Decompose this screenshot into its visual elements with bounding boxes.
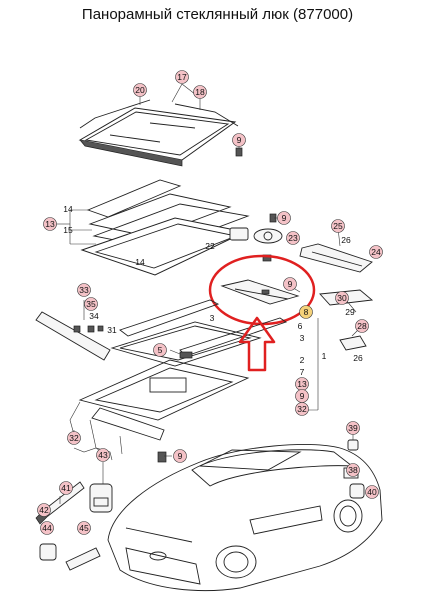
label-1: 1 (322, 351, 327, 361)
svg-text:13: 13 (45, 219, 55, 229)
callout-45: 45 (77, 521, 91, 535)
svg-text:13: 13 (297, 379, 307, 389)
seal-frames (80, 179, 250, 276)
svg-text:9: 9 (300, 391, 305, 401)
callout-38: 38 (346, 463, 360, 477)
svg-text:18: 18 (195, 87, 205, 97)
svg-text:9: 9 (237, 135, 242, 145)
svg-text:40: 40 (367, 487, 377, 497)
page-title: Панорамный стеклянный люк (877000) (81, 6, 354, 23)
label-26-b: 26 (353, 353, 363, 363)
svg-text:9: 9 (288, 279, 293, 289)
label-2: 2 (300, 355, 305, 365)
callout-42: 42 (37, 503, 51, 517)
label-14-b: 14 (135, 257, 145, 267)
roof-frame (69, 359, 250, 459)
screw-icon (235, 147, 277, 223)
callout-9-top: 9 (232, 133, 246, 147)
svg-text:28: 28 (357, 321, 367, 331)
tube-45 (65, 547, 101, 571)
sunshade-panel (220, 279, 300, 305)
motor-40 (349, 483, 365, 499)
rear-bracket (299, 243, 373, 273)
svg-text:9: 9 (282, 213, 287, 223)
svg-text:25: 25 (333, 221, 343, 231)
label-31: 31 (107, 325, 117, 335)
plug-39 (347, 439, 359, 451)
label-34: 34 (89, 311, 99, 321)
callout-20: 20 (133, 83, 147, 97)
callout-5: 5 (153, 343, 167, 357)
callout-13: 13 (43, 217, 57, 231)
callout-9-right: 9 (295, 389, 309, 403)
svg-text:20: 20 (135, 85, 145, 95)
svg-text:45: 45 (79, 523, 89, 533)
callout-33: 33 (77, 283, 91, 297)
callout-41: 41 (59, 481, 73, 495)
callout-25: 25 (331, 219, 345, 233)
callout-32-left: 32 (67, 431, 81, 445)
svg-text:30: 30 (337, 293, 347, 303)
callout-9-lower: 9 (173, 449, 187, 463)
callout-40: 40 (365, 485, 379, 499)
svg-text:32: 32 (69, 433, 79, 443)
svg-text:5: 5 (158, 345, 163, 355)
label-29: 29 (345, 307, 355, 317)
callout-8: 8 (299, 305, 313, 319)
svg-text:42: 42 (39, 505, 49, 515)
callout-9-mid: 9 (277, 211, 291, 225)
seal-strip-top-right (174, 103, 239, 127)
label-3-a: 3 (210, 313, 215, 323)
callout-17: 17 (175, 70, 189, 84)
callout-18: 18 (193, 85, 207, 99)
svg-text:38: 38 (348, 465, 358, 475)
callout-13-right: 13 (295, 377, 309, 391)
cable-32 (73, 447, 113, 461)
svg-text:35: 35 (86, 299, 96, 309)
svg-text:23: 23 (288, 233, 298, 243)
jar-44 (39, 543, 57, 561)
callout-9-ring: 9 (283, 277, 297, 291)
svg-text:17: 17 (177, 72, 187, 82)
svg-text:32: 32 (297, 404, 307, 414)
car-illustration (107, 444, 383, 591)
label-15: 15 (63, 225, 73, 235)
callout-23: 23 (286, 231, 300, 245)
svg-text:43: 43 (98, 450, 108, 460)
arrow-up-icon (238, 316, 276, 372)
svg-text:44: 44 (42, 523, 52, 533)
label-14-a: 14 (63, 204, 73, 214)
side-rail-left (35, 311, 111, 361)
svg-text:9: 9 (178, 451, 183, 461)
callout-32-right: 32 (295, 402, 309, 416)
svg-text:39: 39 (348, 423, 358, 433)
callout-24: 24 (369, 245, 383, 259)
label-6: 6 (298, 321, 303, 331)
label-3-b: 3 (300, 333, 305, 343)
bolt-lower (157, 451, 167, 463)
inner-frame (110, 321, 262, 367)
callout-35: 35 (84, 297, 98, 311)
callout-28: 28 (355, 319, 369, 333)
svg-text:41: 41 (61, 483, 71, 493)
label-7: 7 (300, 367, 305, 377)
label-22: 22 (205, 241, 215, 251)
svg-text:8: 8 (304, 307, 309, 317)
svg-text:24: 24 (371, 247, 381, 257)
glass-panel-top (78, 107, 237, 167)
callout-43: 43 (96, 448, 110, 462)
seal-strip-top-left (79, 99, 151, 129)
bottle-43 (89, 483, 113, 513)
callout-39: 39 (346, 421, 360, 435)
label-26-a: 26 (341, 235, 351, 245)
callout-44: 44 (40, 521, 54, 535)
callout-30: 30 (335, 291, 349, 305)
svg-text:33: 33 (79, 285, 89, 295)
